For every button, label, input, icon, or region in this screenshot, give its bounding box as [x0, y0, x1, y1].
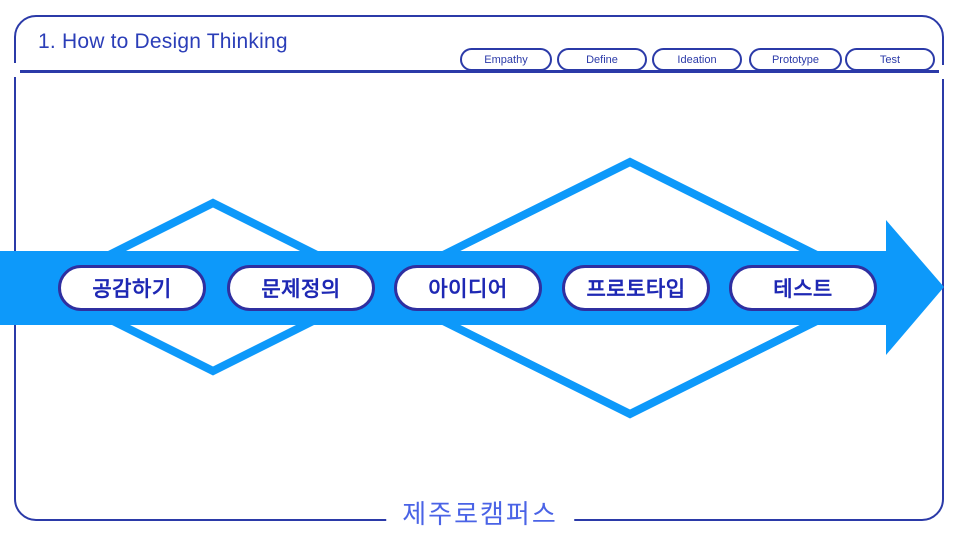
footer-logo: 제주로캠퍼스 — [386, 492, 574, 537]
step-pill-label: 아이디어 — [428, 278, 508, 301]
header-divider-line — [18, 70, 939, 73]
step-pill-define: 문제정의 — [227, 265, 375, 311]
stage-tab-label: Prototype — [771, 53, 820, 66]
border-gap-right — [939, 65, 949, 79]
step-pill-label: 문제정의 — [261, 278, 341, 301]
step-pill-prototype: 프로토타입 — [562, 265, 710, 311]
stage-tab-label: Test — [879, 53, 901, 66]
step-pill-label: 공감하기 — [92, 278, 172, 301]
stage-tab-label: Empathy — [484, 53, 528, 66]
step-pill-empathize: 공감하기 — [58, 265, 206, 311]
border-gap-left — [10, 63, 20, 77]
page-title: 1. How to Design Thinking — [38, 30, 288, 53]
stage-tab-label: Ideation — [677, 53, 717, 66]
step-pill-label: 테스트 — [773, 278, 833, 301]
footer-logo-text: 제주로캠퍼스 — [402, 499, 558, 529]
stage-tab-label: Define — [586, 53, 618, 66]
step-pill-test: 테스트 — [729, 265, 877, 311]
step-pill-label: 프로토타입 — [586, 278, 686, 301]
step-pill-ideation: 아이디어 — [394, 265, 542, 311]
